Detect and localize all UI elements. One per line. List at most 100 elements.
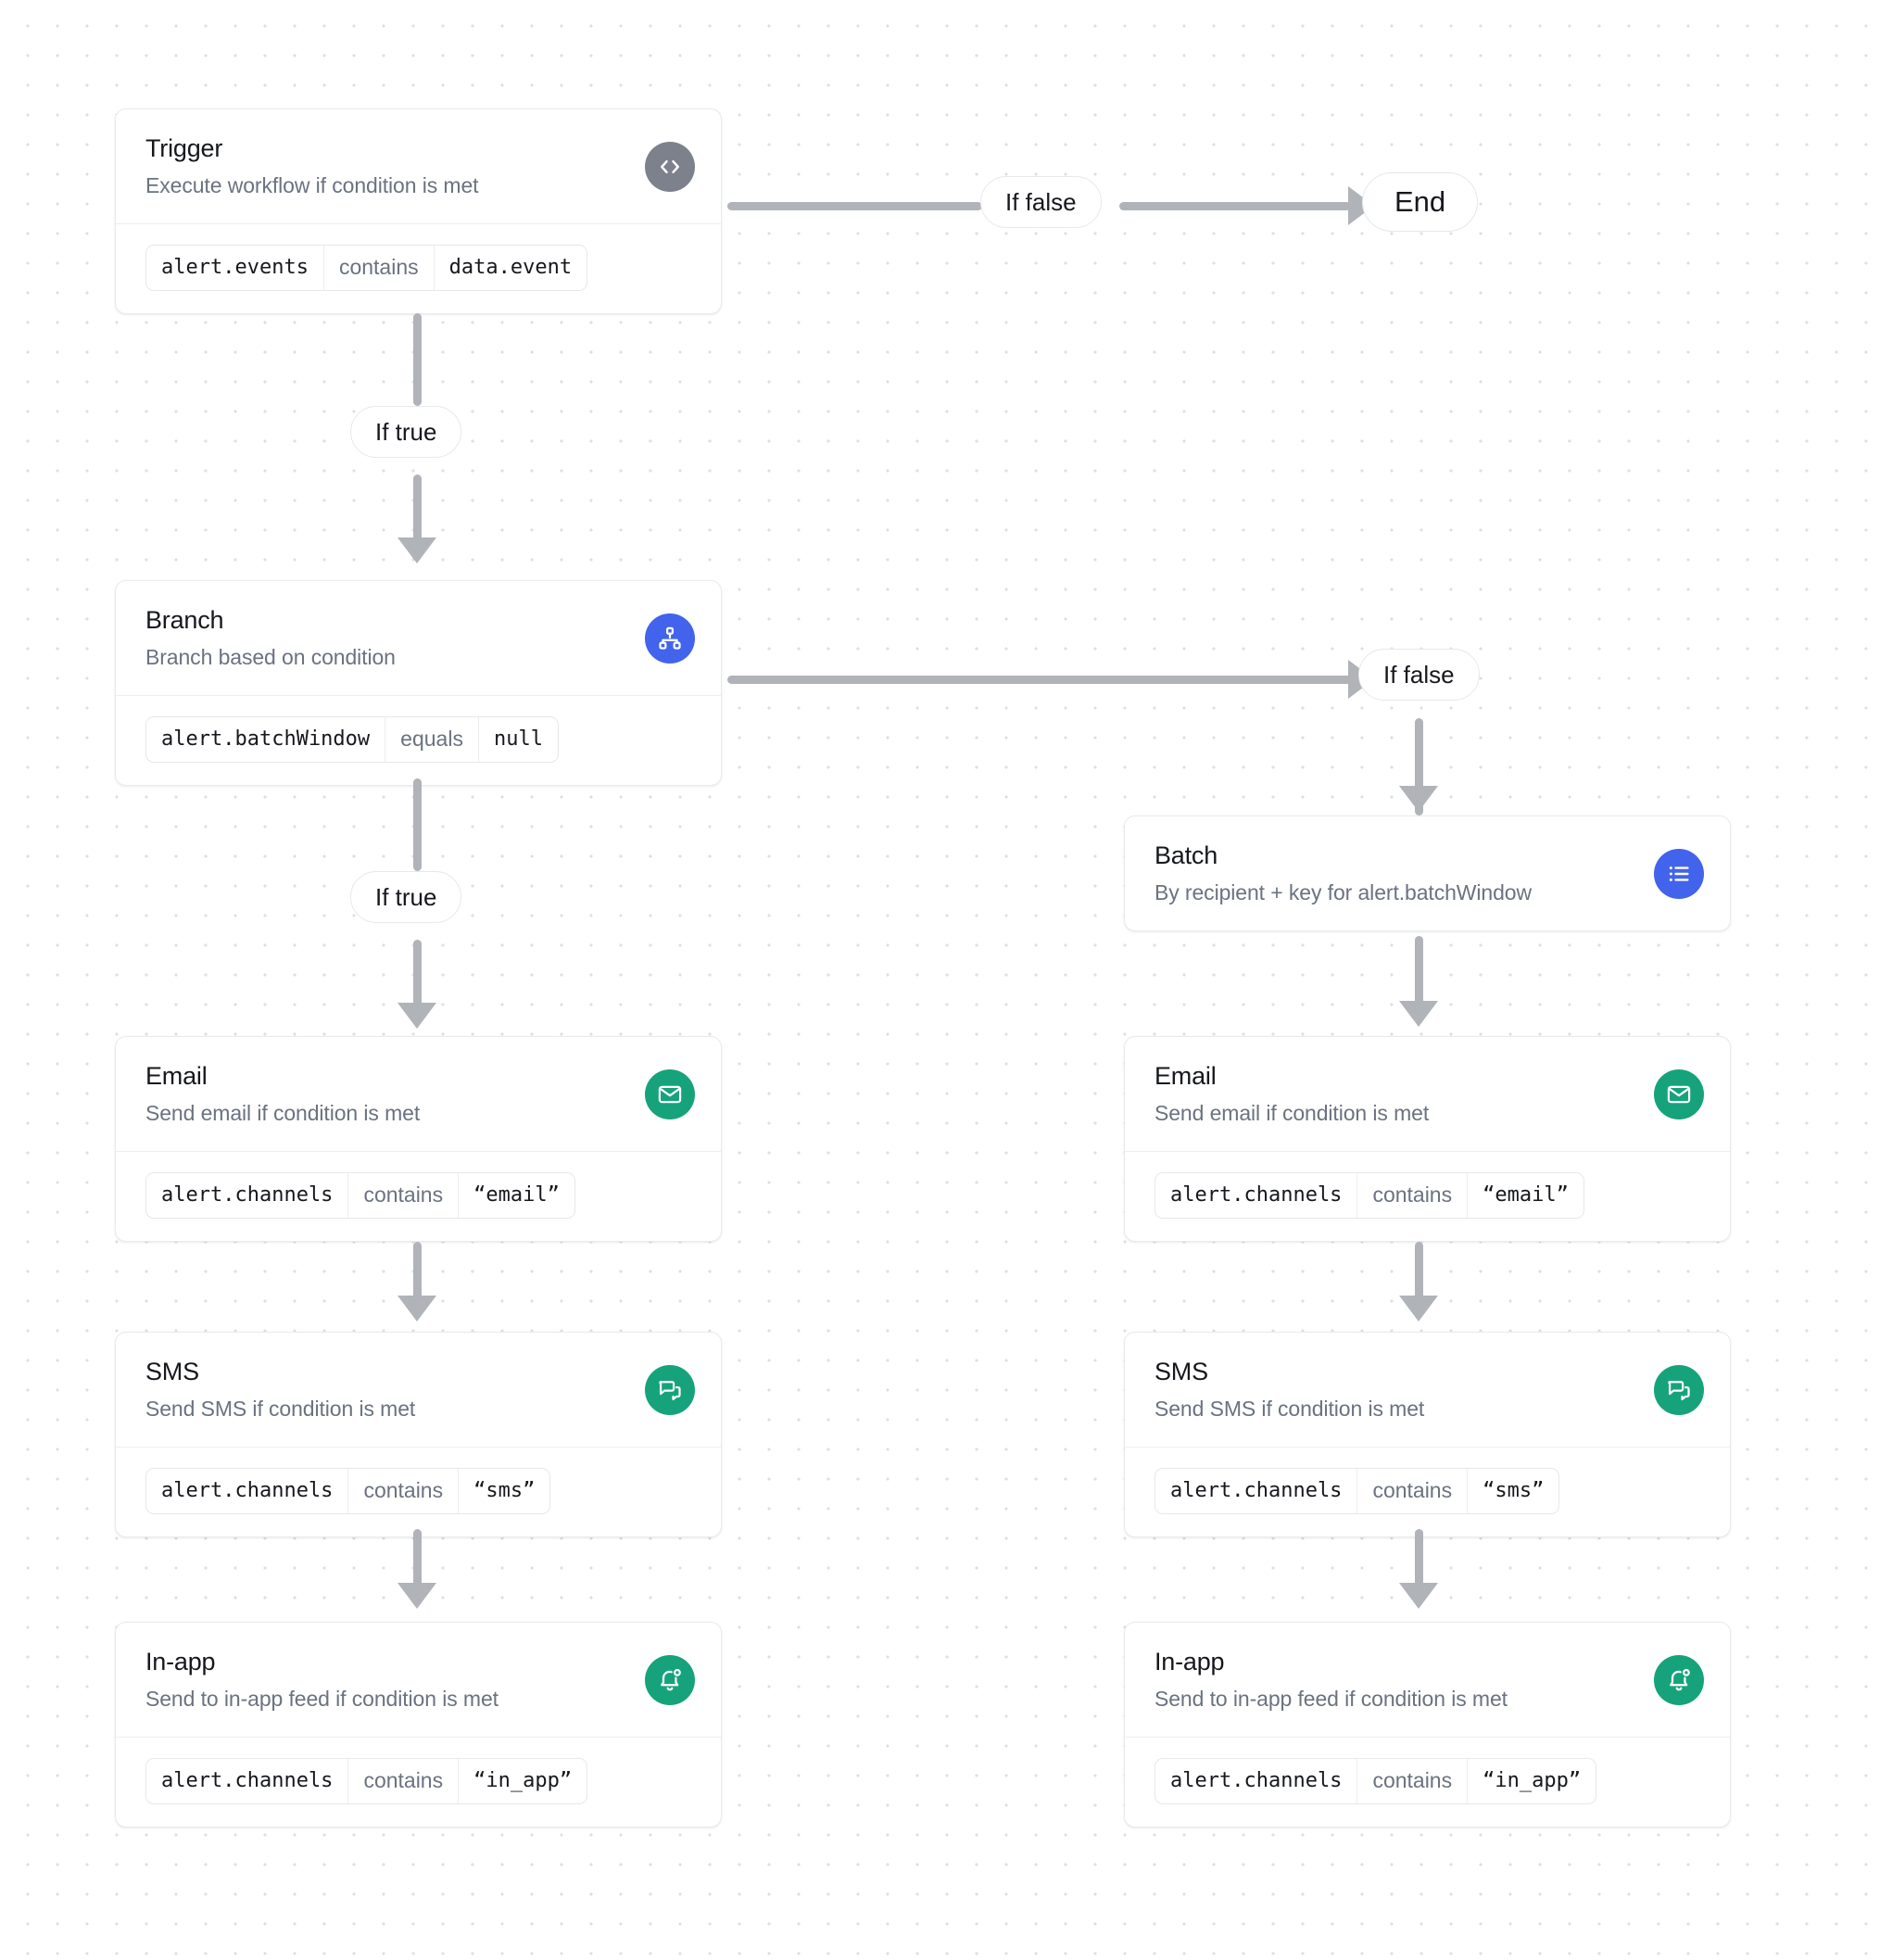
- node-card-branch[interactable]: Branch Branch based on condition alert.b…: [115, 580, 722, 787]
- card-header: SMS Send SMS if condition is met: [1125, 1333, 1730, 1447]
- hierarchy-icon: [645, 613, 695, 664]
- connector-batch-to-email: [1415, 936, 1423, 1010]
- connector-trigger-to-iftrue: [413, 313, 422, 406]
- chat-bubble-icon: [645, 1364, 695, 1415]
- card-subtitle: Execute workflow if condition is met: [145, 173, 479, 198]
- condition-pill[interactable]: alert.channels contains “email”: [1154, 1172, 1584, 1220]
- connector-iffalse-to-batch: [1415, 718, 1423, 816]
- edge-label-text: If false: [1383, 660, 1455, 689]
- node-card-batch[interactable]: Batch By recipient + key for alert.batch…: [1124, 816, 1731, 932]
- condition-operator: equals: [385, 717, 479, 763]
- card-header: Trigger Execute workflow if condition is…: [116, 109, 721, 223]
- bell-icon: [645, 1654, 695, 1705]
- condition-pill[interactable]: alert.channels contains “sms”: [145, 1468, 551, 1515]
- arrowhead-to-branch: [397, 537, 436, 563]
- condition-operator: contains: [347, 1173, 460, 1219]
- condition-field: alert.batchWindow: [161, 727, 371, 751]
- edge-label-trigger-if-false[interactable]: If false: [980, 176, 1102, 228]
- card-condition-row: alert.channels contains “sms”: [1125, 1447, 1730, 1536]
- card-condition-row: alert.channels contains “sms”: [116, 1447, 721, 1536]
- condition-pill[interactable]: alert.batchWindow equals null: [145, 716, 559, 764]
- card-header: SMS Send SMS if condition is met: [116, 1333, 721, 1447]
- card-condition-row: alert.events contains data.event: [116, 223, 721, 313]
- card-condition-row: alert.batchWindow equals null: [116, 695, 721, 785]
- condition-value: “sms”: [473, 1478, 536, 1502]
- arrowhead-to-email-left: [397, 1003, 436, 1029]
- connector-iftrue-to-email: [413, 940, 422, 1014]
- card-title: Email: [145, 1062, 208, 1090]
- connector-branch-to-iftrue: [413, 778, 422, 871]
- card-title: SMS: [145, 1358, 199, 1385]
- arrowhead-to-sms-left: [397, 1296, 436, 1321]
- condition-value: data.event: [448, 255, 573, 279]
- card-condition-row: alert.channels contains “email”: [1125, 1151, 1730, 1241]
- connector-sms-to-inapp-right: [1415, 1529, 1423, 1596]
- node-card-sms-right[interactable]: SMS Send SMS if condition is met alert.c…: [1124, 1332, 1731, 1538]
- card-header: Email Send email if condition is met: [116, 1037, 721, 1151]
- condition-field: alert.channels: [161, 1478, 334, 1502]
- chat-bubble-icon: [1654, 1364, 1704, 1415]
- condition-pill[interactable]: alert.channels contains “sms”: [1154, 1468, 1560, 1515]
- edge-label-text: If true: [375, 417, 437, 446]
- node-card-sms-left[interactable]: SMS Send SMS if condition is met alert.c…: [115, 1332, 722, 1538]
- condition-value: “in_app”: [473, 1768, 573, 1792]
- card-header: Email Send email if condition is met: [1125, 1037, 1730, 1151]
- connector-trigger-false-right: [1119, 202, 1351, 210]
- node-card-email-left[interactable]: Email Send email if condition is met ale…: [115, 1036, 722, 1243]
- edge-label-text: If false: [1005, 187, 1077, 216]
- condition-field: alert.channels: [161, 1768, 334, 1792]
- node-card-trigger[interactable]: Trigger Execute workflow if condition is…: [115, 108, 722, 315]
- condition-value: “email”: [1483, 1182, 1569, 1207]
- condition-field: alert.channels: [1170, 1478, 1343, 1502]
- card-subtitle: Send SMS if condition is met: [1154, 1397, 1425, 1422]
- edge-label-text: If true: [375, 882, 437, 911]
- card-subtitle: By recipient + key for alert.batchWindow: [1154, 880, 1532, 905]
- node-card-inapp-right[interactable]: In-app Send to in-app feed if condition …: [1124, 1622, 1731, 1828]
- connector-sms-to-inapp-left: [413, 1529, 422, 1596]
- card-subtitle: Send email if condition is met: [145, 1101, 421, 1126]
- arrowhead-to-inapp-right: [1399, 1583, 1438, 1609]
- card-subtitle: Send to in-app feed if condition is met: [145, 1687, 498, 1712]
- edge-label-branch-if-false[interactable]: If false: [1358, 649, 1480, 701]
- connector-email-to-sms-left: [413, 1242, 422, 1309]
- condition-field: alert.channels: [161, 1182, 334, 1207]
- connector-email-to-sms-right: [1415, 1242, 1423, 1309]
- card-subtitle: Send SMS if condition is met: [145, 1397, 416, 1422]
- arrowhead-to-email-right: [1399, 1001, 1438, 1027]
- end-node[interactable]: End: [1362, 172, 1479, 232]
- code-brackets-icon: [645, 141, 695, 192]
- card-condition-row: alert.channels contains “in_app”: [116, 1737, 721, 1827]
- card-title: In-app: [145, 1648, 216, 1675]
- condition-value: “in_app”: [1483, 1768, 1582, 1792]
- condition-operator: contains: [1356, 1469, 1469, 1514]
- card-title: SMS: [1154, 1358, 1208, 1385]
- condition-pill[interactable]: alert.channels contains “in_app”: [145, 1758, 588, 1805]
- edge-label-trigger-if-true[interactable]: If true: [350, 406, 462, 458]
- end-node-label: End: [1394, 185, 1446, 218]
- card-header: In-app Send to in-app feed if condition …: [116, 1623, 721, 1737]
- card-subtitle: Branch based on condition: [145, 645, 396, 670]
- card-title: Batch: [1154, 841, 1218, 869]
- node-card-inapp-left[interactable]: In-app Send to in-app feed if condition …: [115, 1622, 722, 1828]
- condition-operator: contains: [1356, 1173, 1469, 1219]
- condition-field: alert.events: [161, 255, 309, 279]
- edge-label-branch-if-true[interactable]: If true: [350, 871, 462, 923]
- node-card-email-right[interactable]: Email Send email if condition is met ale…: [1124, 1036, 1731, 1243]
- condition-field: alert.channels: [1170, 1768, 1343, 1792]
- condition-pill[interactable]: alert.channels contains “in_app”: [1154, 1758, 1597, 1805]
- card-header: Branch Branch based on condition: [116, 581, 721, 695]
- condition-pill[interactable]: alert.channels contains “email”: [145, 1172, 575, 1220]
- card-header: Batch By recipient + key for alert.batch…: [1125, 816, 1730, 930]
- arrowhead-to-sms-right: [1399, 1296, 1438, 1321]
- condition-operator: contains: [322, 246, 435, 291]
- condition-value: “email”: [473, 1182, 560, 1207]
- card-header: In-app Send to in-app feed if condition …: [1125, 1623, 1730, 1737]
- card-title: In-app: [1154, 1648, 1225, 1675]
- card-subtitle: Send to in-app feed if condition is met: [1154, 1687, 1508, 1712]
- list-icon: [1654, 848, 1704, 899]
- envelope-icon: [1654, 1069, 1704, 1119]
- condition-pill[interactable]: alert.events contains data.event: [145, 245, 588, 292]
- connector-trigger-false-left: [727, 202, 982, 210]
- envelope-icon: [645, 1069, 695, 1119]
- condition-operator: contains: [1356, 1759, 1469, 1804]
